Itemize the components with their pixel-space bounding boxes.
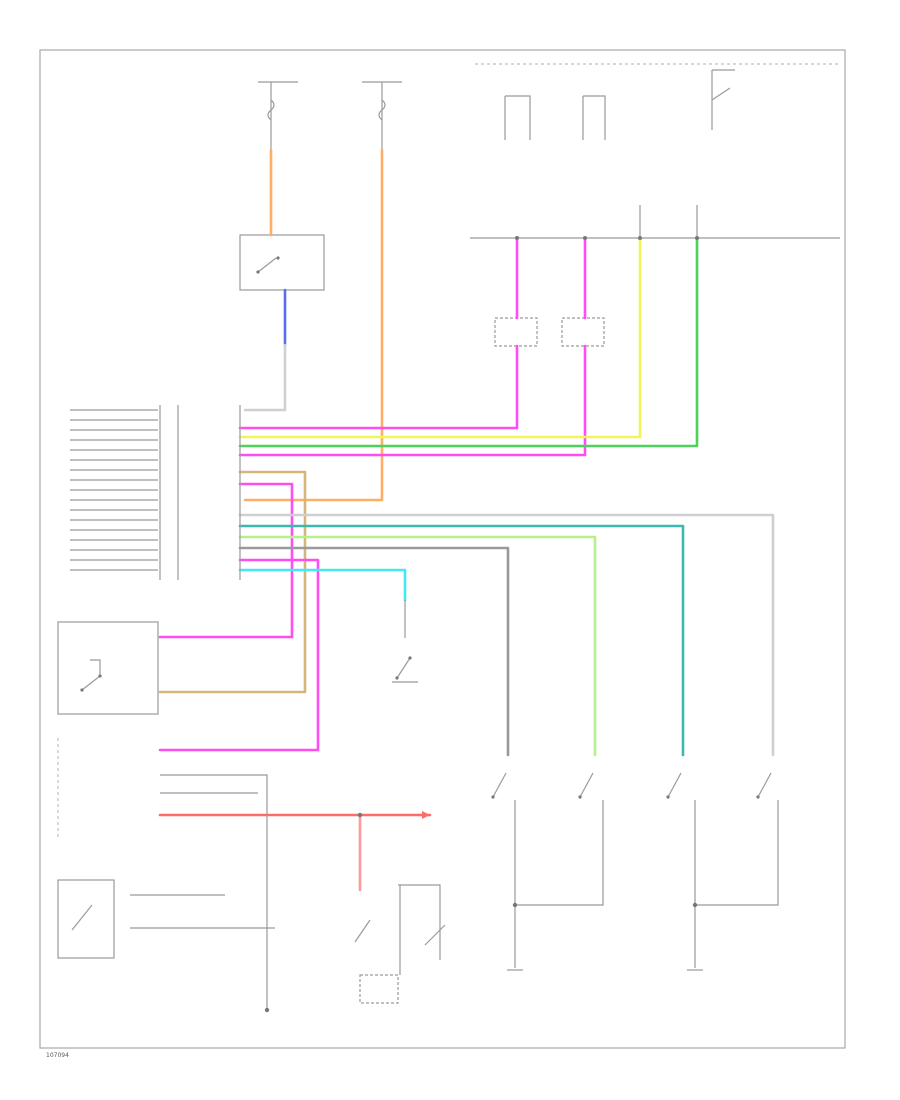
- splice-dot-icon: [638, 236, 642, 240]
- splice-dot-icon: [512, 902, 518, 908]
- figure-code: 107094: [46, 1052, 69, 1059]
- seat-switches: [491, 772, 779, 971]
- upper-junction-box-1: [494, 317, 538, 347]
- splice-dot-icon: [692, 902, 698, 908]
- ground-icon: [264, 1007, 270, 1013]
- splice-dot-icon: [357, 812, 363, 818]
- lower-left-module: [57, 738, 115, 959]
- diagram-frame: [39, 49, 846, 1049]
- top-right-module: [470, 63, 840, 347]
- splices: [264, 236, 699, 1013]
- splice-dot-icon: [583, 236, 587, 240]
- seat-module: [57, 621, 159, 715]
- upper-junction-box-2: [561, 317, 605, 347]
- splice-dot-icon: [695, 236, 699, 240]
- harness-connector: [70, 405, 241, 580]
- wires: [130, 148, 775, 1010]
- ignition-switch-box: [239, 234, 325, 291]
- buckle-switch: [392, 600, 418, 683]
- fuse-block-area: [239, 81, 402, 291]
- passenger-sensing: [354, 811, 446, 1004]
- splice-dot-icon: [515, 236, 519, 240]
